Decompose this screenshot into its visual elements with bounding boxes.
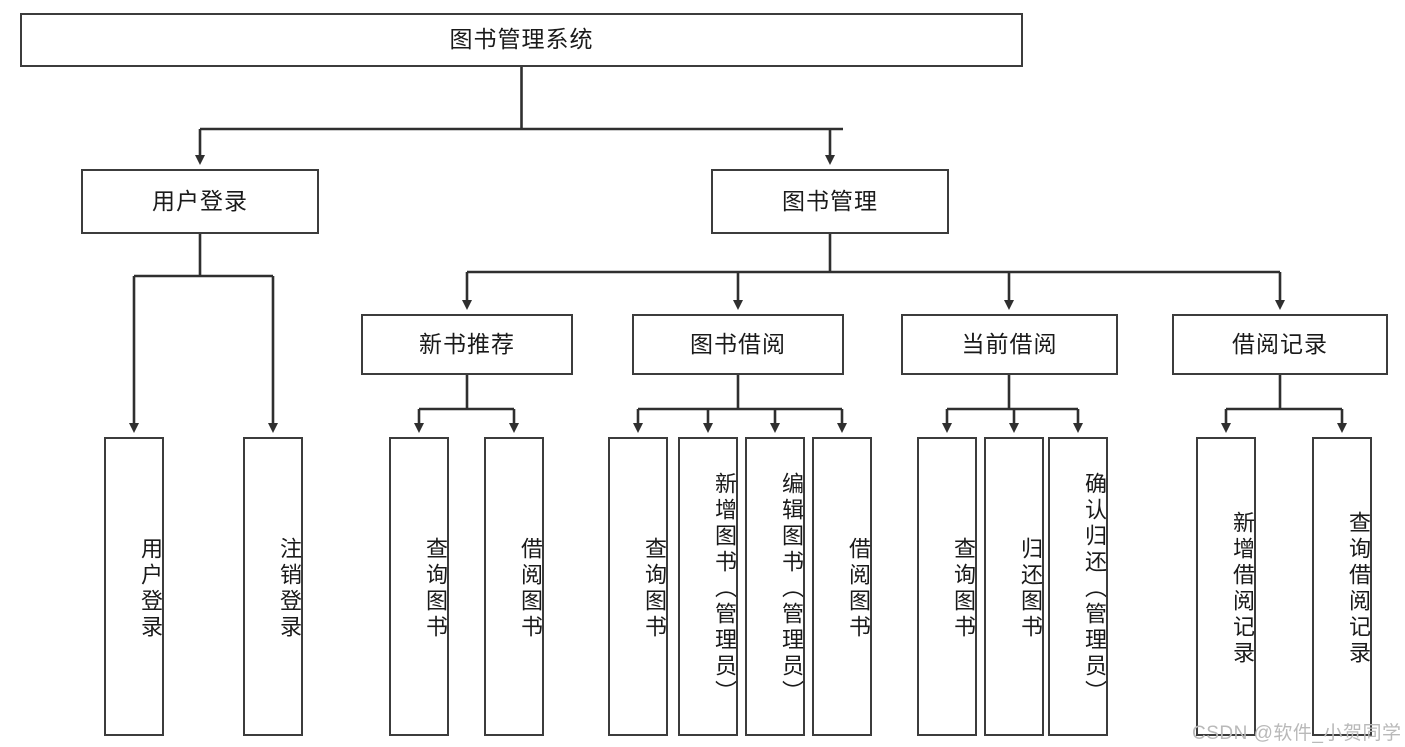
node-book-borrow[interactable]: 图书借阅: [632, 314, 844, 375]
node-leaf-add-book-label: 新增图书（管理员）: [712, 471, 737, 706]
node-leaf-borrow-book-1-label: 借阅图书: [518, 536, 543, 641]
node-borrow-record-label: 借阅记录: [1232, 330, 1328, 357]
node-leaf-query-book-2[interactable]: 查询图书: [608, 437, 668, 736]
node-leaf-confirm-return[interactable]: 确认归还（管理员）: [1048, 437, 1108, 736]
node-leaf-query-book-3[interactable]: 查询图书: [917, 437, 977, 736]
node-leaf-edit-book[interactable]: 编辑图书（管理员）: [745, 437, 805, 736]
node-leaf-query-book-1[interactable]: 查询图书: [389, 437, 449, 736]
node-leaf-add-record-label: 新增借阅记录: [1230, 510, 1255, 667]
node-root[interactable]: 图书管理系统: [20, 13, 1023, 67]
node-root-label: 图书管理系统: [449, 26, 594, 53]
node-leaf-query-record[interactable]: 查询借阅记录: [1312, 437, 1372, 736]
node-leaf-query-book-2-label: 查询图书: [642, 536, 667, 641]
node-book-borrow-label: 图书借阅: [690, 330, 786, 357]
node-leaf-logout-label: 注销登录: [277, 536, 302, 641]
node-leaf-borrow-book-1[interactable]: 借阅图书: [484, 437, 544, 736]
node-leaf-confirm-return-label: 确认归还（管理员）: [1082, 471, 1107, 706]
node-book-manage-label: 图书管理: [782, 187, 878, 214]
node-user-login-label: 用户登录: [152, 187, 248, 214]
node-leaf-return-book-label: 归还图书: [1018, 536, 1043, 641]
node-book-manage[interactable]: 图书管理: [711, 169, 949, 234]
node-leaf-query-book-3-label: 查询图书: [951, 536, 976, 641]
node-leaf-user-login-label: 用户登录: [138, 536, 163, 641]
node-new-book-recommend-label: 新书推荐: [419, 330, 515, 357]
node-leaf-add-record[interactable]: 新增借阅记录: [1196, 437, 1256, 736]
node-leaf-logout[interactable]: 注销登录: [243, 437, 303, 736]
node-leaf-edit-book-label: 编辑图书（管理员）: [779, 471, 804, 706]
node-leaf-query-record-label: 查询借阅记录: [1346, 510, 1371, 667]
node-current-borrow-label: 当前借阅: [961, 330, 1058, 357]
csdn-watermark: CSDN @软件_小贺同学: [1192, 723, 1402, 744]
node-leaf-borrow-book-2[interactable]: 借阅图书: [812, 437, 872, 736]
node-leaf-add-book[interactable]: 新增图书（管理员）: [678, 437, 738, 736]
node-leaf-user-login[interactable]: 用户登录: [104, 437, 164, 736]
node-borrow-record[interactable]: 借阅记录: [1172, 314, 1388, 375]
node-user-login[interactable]: 用户登录: [81, 169, 319, 234]
node-current-borrow[interactable]: 当前借阅: [901, 314, 1118, 375]
node-leaf-return-book[interactable]: 归还图书: [984, 437, 1044, 736]
node-leaf-borrow-book-2-label: 借阅图书: [846, 536, 871, 641]
node-leaf-query-book-1-label: 查询图书: [423, 536, 448, 641]
node-new-book-recommend[interactable]: 新书推荐: [361, 314, 573, 375]
